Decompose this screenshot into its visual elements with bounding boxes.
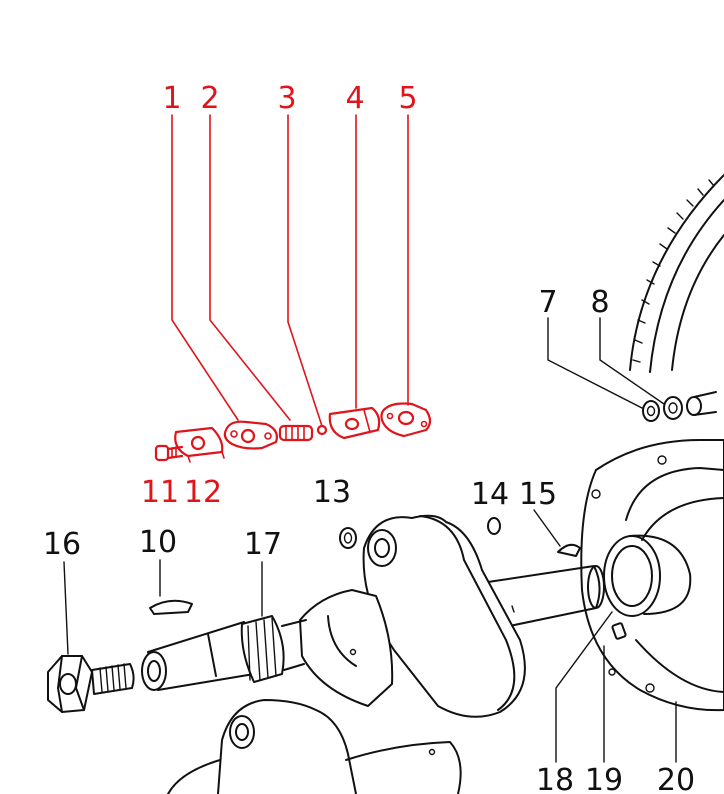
leader-16 (63, 561, 69, 655)
part-20-rear-cover (580, 439, 724, 712)
leader-15 (533, 509, 561, 547)
leader-3 (287, 114, 323, 427)
part-14-ring (487, 517, 501, 535)
callout-19: 19 (585, 763, 623, 794)
leader-2 (209, 114, 291, 421)
flywheel-ring-gear (629, 174, 724, 373)
callout-20: 20 (657, 763, 695, 794)
part-17-gear (240, 615, 285, 683)
callout-2: 2 (200, 81, 219, 116)
leader-1 (171, 114, 239, 421)
part-15-key (557, 543, 581, 557)
leader-7 (547, 317, 643, 409)
part-19-pin (611, 622, 627, 640)
part-2-spring (278, 424, 314, 442)
callout-12: 12 (184, 475, 222, 510)
part-12-plate (174, 426, 225, 463)
callout-16: 16 (43, 527, 81, 562)
highlighted-parts (154, 114, 432, 463)
callout-15: 15 (519, 477, 557, 512)
part-4-valve-body (328, 406, 381, 440)
part-5-gasket (380, 402, 432, 438)
part-13-ring (339, 527, 357, 549)
part-11-bolt (154, 444, 184, 462)
flywheel-bolt-stub (686, 391, 717, 416)
callout-5: 5 (398, 81, 417, 116)
part-8-washer (663, 396, 683, 420)
callout-7: 7 (538, 285, 557, 320)
callout-14: 14 (471, 477, 509, 512)
leader-18 (555, 611, 613, 763)
part-7-washer (642, 400, 660, 422)
callout-11: 11 (141, 475, 179, 510)
leader-8 (599, 317, 665, 405)
callout-4: 4 (345, 81, 364, 116)
callout-3: 3 (277, 81, 296, 116)
callout-13: 13 (313, 475, 351, 510)
callout-1: 1 (162, 81, 181, 116)
callout-8: 8 (590, 285, 609, 320)
part-16-bolt (47, 655, 135, 713)
callout-labels: 1 2 3 4 5 11 12 7 8 13 14 15 16 10 17 18… (43, 81, 695, 794)
crankshaft (141, 514, 605, 794)
callout-17: 17 (244, 527, 282, 562)
part-10-key (149, 599, 193, 615)
part-3-ball (316, 424, 328, 436)
part-1-gasket (223, 420, 278, 450)
callout-18: 18 (536, 763, 574, 794)
callout-10: 10 (139, 525, 177, 560)
